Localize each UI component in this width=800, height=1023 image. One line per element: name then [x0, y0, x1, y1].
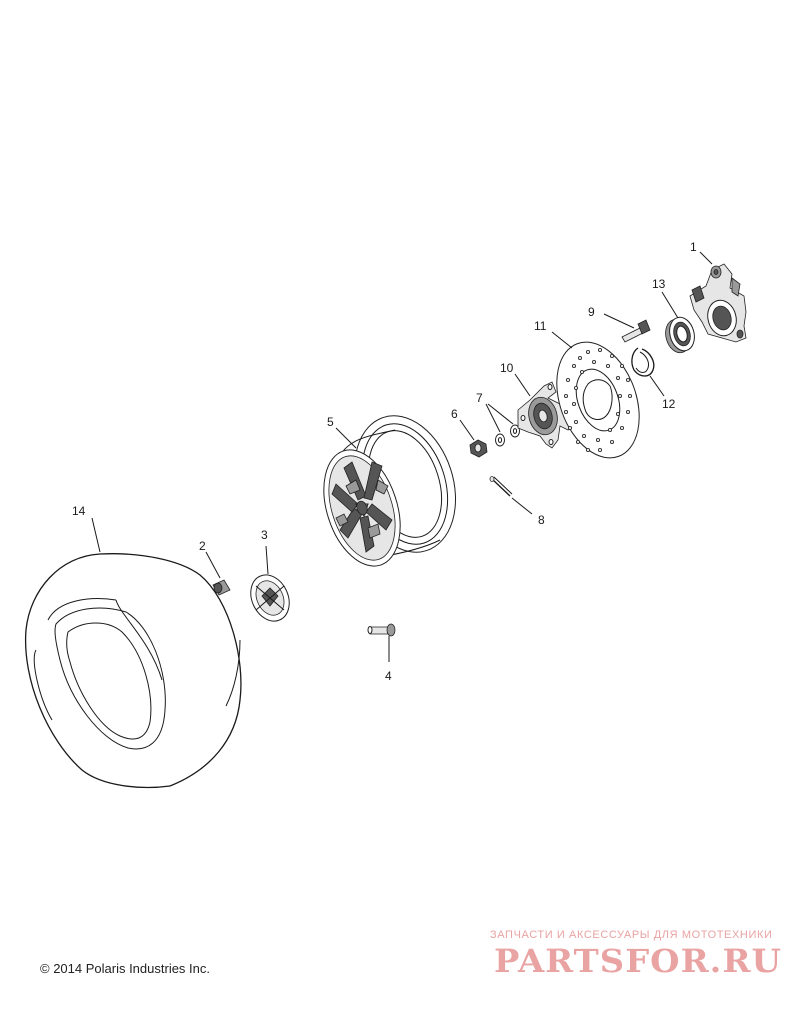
- callout-8: 8: [538, 513, 545, 527]
- callout-5: 5: [327, 415, 334, 429]
- callout-10: 10: [500, 361, 514, 375]
- callout-7: 7: [476, 391, 483, 405]
- leader-5: [335, 427, 357, 449]
- part-9-bolt: [621, 319, 651, 343]
- leader-9: [603, 313, 635, 329]
- leader-13: [661, 291, 679, 319]
- part-14-tire: [24, 553, 242, 789]
- copyright-text: © 2014 Polaris Industries Inc.: [40, 961, 210, 976]
- leader-14: [91, 517, 101, 553]
- callout-11: 11: [534, 319, 547, 333]
- part-4-lug-bolt: [367, 623, 396, 637]
- part-8-cotter-pin: [489, 476, 513, 497]
- callout-4: 4: [385, 669, 392, 683]
- callout-3: 3: [261, 528, 268, 542]
- callout-1: 1: [690, 240, 697, 254]
- watermark-tagline: ЗАПЧАСТИ И АКСЕССУАРЫ ДЛЯ МОТОТЕХНИКИ: [490, 929, 773, 941]
- leader-7a: [485, 403, 501, 433]
- part-5-wheel-rim: [323, 415, 457, 567]
- leader-6: [459, 419, 475, 441]
- part-10-hub: [517, 381, 577, 449]
- leader-8: [511, 497, 533, 515]
- callout-2: 2: [199, 539, 206, 553]
- callout-12: 12: [662, 397, 676, 411]
- callout-9: 9: [588, 305, 595, 319]
- part-2-valve-stem: [212, 579, 231, 596]
- callout-14: 14: [72, 504, 86, 518]
- part-1-bearing-carrier: [689, 263, 747, 343]
- part-3-center-cap: [250, 574, 290, 622]
- callout-6: 6: [451, 407, 458, 421]
- part-7-washers: [495, 424, 520, 447]
- leader-11: [551, 331, 573, 349]
- part-11-brake-disc: [556, 341, 640, 459]
- part-13-bearing: [665, 316, 695, 354]
- part-12-snap-ring: [631, 347, 655, 377]
- callout-13: 13: [652, 277, 666, 291]
- leader-12: [649, 375, 665, 397]
- watermark-logo-text: PARTSFOR.RU: [494, 942, 782, 980]
- watermark-logo: PARTSFOR.RU: [494, 942, 782, 980]
- leader-2: [205, 551, 221, 579]
- leader-7b: [487, 403, 514, 425]
- part-6-nut: [469, 439, 488, 458]
- leader-1: [699, 251, 713, 265]
- leader-10: [514, 373, 531, 397]
- leader-3: [265, 545, 269, 575]
